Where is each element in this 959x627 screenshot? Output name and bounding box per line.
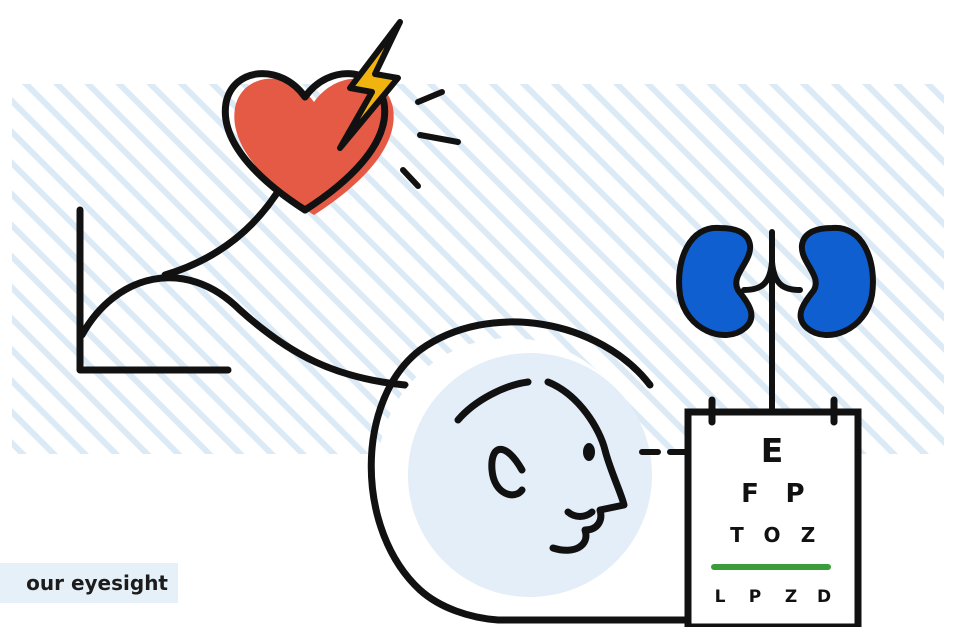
chart-letter-o: O [763,523,780,547]
chart-letter-e: E [761,431,784,470]
chart-letter-t: T [730,523,744,547]
chart-letter-l: L [715,587,726,607]
caption-label: our eyesight [0,563,178,603]
chart-letter-d: D [817,587,831,607]
chart-letter-z: Z [801,523,816,547]
chart-letter-z2: Z [785,587,797,607]
chart-letter-p2: P [749,587,761,607]
chart-letter-f: F [741,479,759,509]
eye-icon [583,443,595,461]
chart-letter-p: P [785,479,804,509]
